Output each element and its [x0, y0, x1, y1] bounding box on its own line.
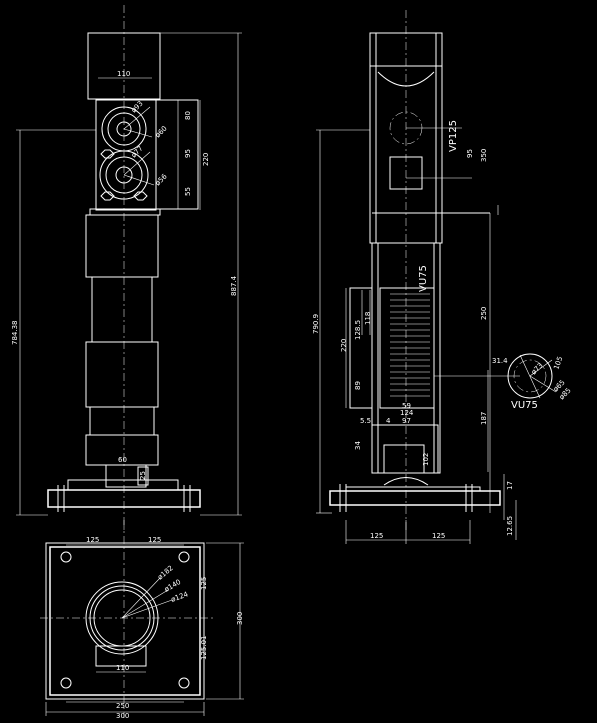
side-dim-220: 220	[340, 339, 348, 352]
side-dim-105: 105	[552, 355, 564, 370]
front-dim-784: 784.38	[11, 321, 19, 346]
plan-dim-250: 250	[116, 702, 129, 710]
front-dim-60: 60	[118, 456, 127, 464]
side-dim-97: 97	[402, 417, 411, 425]
side-dim-128: 128.5	[354, 320, 362, 340]
side-dim-187: 187	[480, 412, 488, 425]
side-dim-95: 95	[466, 149, 474, 158]
side-label-vp125: VP125	[448, 120, 459, 152]
side-elevation	[316, 10, 557, 544]
plan-dim-d182: ø182	[156, 564, 175, 581]
plan-dim-d124: ø124	[170, 590, 190, 604]
side-dim-5: 5.5	[360, 417, 371, 425]
front-dim-80: 80	[184, 111, 192, 120]
front-dim-887: 887.4	[230, 275, 238, 296]
plan-dim-300-v: 300	[236, 612, 244, 625]
side-dim-d73: ø73	[530, 361, 545, 376]
side-dim-12: 12.65	[506, 516, 514, 536]
plan-dim-125-01: 125.01	[200, 636, 208, 661]
front-dim-95: 95	[184, 149, 192, 158]
side-dim-102: 102	[422, 453, 430, 466]
plan-dim-125b: 125	[148, 536, 161, 544]
side-label-vu75-side: VU75	[511, 400, 538, 411]
plan-dim-125a: 125	[86, 536, 99, 544]
front-dim-110: 110	[117, 70, 130, 78]
vu75-hatching	[390, 293, 430, 397]
front-elevation	[16, 5, 242, 530]
side-dim-31: 31.4	[492, 357, 508, 365]
side-dim-350: 350	[480, 149, 488, 162]
side-dim-34: 34	[354, 441, 362, 450]
plan-dim-125: 125	[200, 577, 208, 590]
front-dim-d77: ø77	[130, 144, 145, 159]
side-dim-59: 59	[402, 402, 411, 410]
plan-dim-300-h: 300	[116, 712, 129, 720]
front-dim-25: 25	[139, 471, 147, 480]
plan-dim-d140: ø140	[163, 578, 182, 594]
front-dim-55: 55	[184, 187, 192, 196]
side-dim-89: 89	[354, 381, 362, 390]
plan-dim-110: 110	[116, 664, 129, 672]
front-dim-220: 220	[202, 153, 210, 166]
side-dim-125b: 125	[432, 532, 445, 540]
side-dim-124: 124	[400, 409, 414, 417]
side-dim-125a: 125	[370, 532, 383, 540]
plan-view	[40, 520, 244, 718]
front-dim-d93: ø93	[130, 99, 145, 114]
side-dim-4: 4	[386, 417, 391, 425]
side-dim-17: 17	[506, 481, 514, 490]
side-dim-790: 790.9	[312, 314, 320, 334]
side-label-vu75-top: VU75	[418, 265, 429, 292]
side-dim-118: 118	[364, 312, 372, 325]
side-dim-250: 250	[480, 307, 488, 320]
